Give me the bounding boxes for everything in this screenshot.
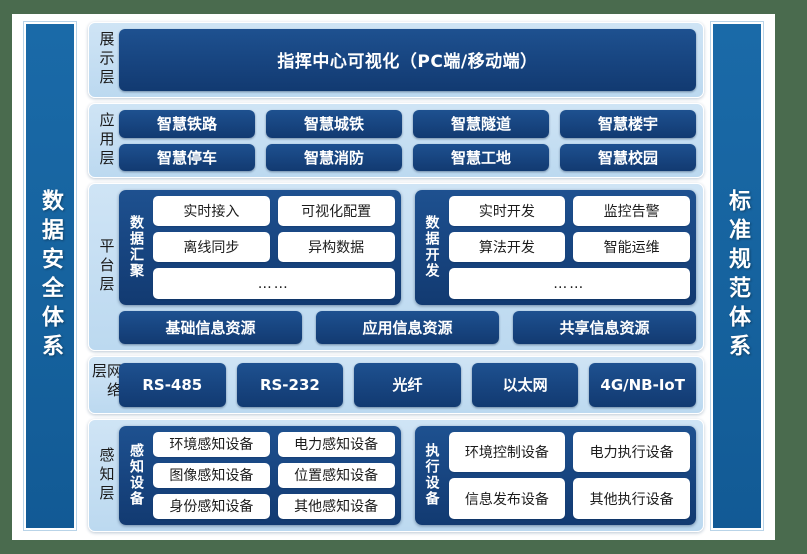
aggregation-item-visual-config[interactable]: 可视化配置 [277,196,395,227]
network-item-rs232[interactable]: RS-232 [236,362,344,407]
layer-perception: 感知层 感知设备 环境感知设备 电力感知设备 [88,418,704,532]
sensing-row-1: 环境感知设备 电力感知设备 [153,431,395,457]
layer-label-perception: 感知层 [97,446,116,504]
development-item-algorithm-development[interactable]: 算法开发 [448,232,566,263]
network-item-4g-nbiot[interactable]: 4G/NB-IoT [589,362,696,407]
app-item-smart-campus[interactable]: 智慧校园 [560,143,696,172]
layer-label-network: 网络层 [90,362,123,401]
aggregation-item-offline-sync[interactable]: 离线同步 [153,232,270,263]
sensing-item-image[interactable]: 图像感知设备 [153,462,270,488]
development-item-monitoring-alarm[interactable]: 监控告警 [573,196,690,227]
group-data-development: 数据开发 实时开发 监控告警 算法开发 智能运维 [414,190,696,305]
network-item-ethernet[interactable]: 以太网 [471,362,579,407]
resource-item-application-info[interactable]: 应用信息资源 [316,310,499,344]
group-grid-data-aggregation: 实时接入 可视化配置 离线同步 异构数据 …… [153,196,395,299]
actuator-item-other[interactable]: 其他执行设备 [573,478,690,519]
sensing-row-3: 身份感知设备 其他感知设备 [153,493,395,519]
platform-groups: 数据汇聚 实时接入 可视化配置 离线同步 异构数据 [119,190,696,305]
app-item-smart-construction-site[interactable]: 智慧工地 [413,143,549,172]
aggregation-row-3: …… [153,268,395,299]
resource-item-shared-info[interactable]: 共享信息资源 [513,310,696,344]
application-row-1: 智慧铁路 智慧城铁 智慧隧道 智慧楼宇 [119,109,696,138]
sensing-item-identity[interactable]: 身份感知设备 [153,493,270,519]
side-bar-data-security: 数据安全体系 [24,22,76,530]
command-center-visualization-box[interactable]: 指挥中心可视化（PC端/移动端） [119,29,696,91]
aggregation-item-heterogeneous-data[interactable]: 异构数据 [277,232,395,263]
aggregation-row-1: 实时接入 可视化配置 [153,196,395,227]
group-title-actuator-devices: 执行设备 [423,443,440,508]
layer-body-presentation: 指挥中心可视化（PC端/移动端） [119,29,696,91]
app-item-smart-building[interactable]: 智慧楼宇 [560,109,696,138]
group-title-sensing-devices: 感知设备 [128,443,144,508]
sensing-item-environment[interactable]: 环境感知设备 [153,431,270,457]
actuator-row-2: 信息发布设备 其他执行设备 [448,478,690,519]
app-item-smart-tunnel[interactable]: 智慧隧道 [413,109,549,138]
layer-label-presentation: 展示层 [97,31,116,89]
development-row-2: 算法开发 智能运维 [448,232,690,263]
side-bar-right-label: 标准规范体系 [725,189,750,363]
aggregation-item-realtime-ingest[interactable]: 实时接入 [153,196,270,227]
side-bar-left-label: 数据安全体系 [38,189,63,363]
application-row-2: 智慧停车 智慧消防 智慧工地 智慧校园 [119,143,696,172]
group-data-aggregation: 数据汇聚 实时接入 可视化配置 离线同步 异构数据 [119,190,401,305]
development-item-realtime-development[interactable]: 实时开发 [448,196,566,227]
perception-groups: 感知设备 环境感知设备 电力感知设备 图像感知设备 位置感知设备 [119,425,696,525]
development-row-1: 实时开发 监控告警 [448,196,690,227]
layer-label-application: 应用层 [97,112,116,169]
actuator-item-power-execution[interactable]: 电力执行设备 [573,431,690,473]
app-item-smart-parking[interactable]: 智慧停车 [119,143,255,172]
sensing-row-2: 图像感知设备 位置感知设备 [153,462,395,488]
layer-network: 网络层 RS-485 RS-232 光纤 以太网 4G/NB-IoT [88,355,704,414]
layer-platform: 平台层 数据汇聚 实时接入 可视化配置 [88,183,704,351]
group-actuator-devices: 执行设备 环境控制设备 电力执行设备 信息发布设备 其他执行设备 [414,425,696,525]
development-item-intelligent-ops[interactable]: 智能运维 [573,232,690,263]
development-row-3: …… [448,268,690,299]
sensing-item-power[interactable]: 电力感知设备 [277,431,395,457]
group-grid-actuator-devices: 环境控制设备 电力执行设备 信息发布设备 其他执行设备 [448,431,690,519]
group-sensing-devices: 感知设备 环境感知设备 电力感知设备 图像感知设备 位置感知设备 [119,425,401,525]
layer-presentation: 展示层 指挥中心可视化（PC端/移动端） [88,22,704,98]
network-items-row: RS-485 RS-232 光纤 以太网 4G/NB-IoT [119,362,696,407]
layer-label-platform: 平台层 [97,238,116,296]
aggregation-row-2: 离线同步 异构数据 [153,232,395,263]
layer-body-application: 智慧铁路 智慧城铁 智慧隧道 智慧楼宇 智慧停车 智慧消防 智慧工地 智慧校园 [119,109,696,172]
sensing-item-location[interactable]: 位置感知设备 [277,462,395,488]
diagram-canvas: 数据安全体系 标准规范体系 展示层 指挥中心可视化（PC端/移动端） 应用层 智… [12,14,775,540]
group-grid-sensing-devices: 环境感知设备 电力感知设备 图像感知设备 位置感知设备 身份感知设备 其他感知设… [153,431,395,519]
layer-body-network: RS-485 RS-232 光纤 以太网 4G/NB-IoT [119,362,696,407]
actuator-row-1: 环境控制设备 电力执行设备 [448,431,690,473]
app-item-smart-railway[interactable]: 智慧铁路 [119,109,255,138]
group-title-data-aggregation: 数据汇聚 [128,215,144,280]
app-item-smart-urban-rail[interactable]: 智慧城铁 [266,109,402,138]
group-title-data-development: 数据开发 [423,215,440,280]
platform-resource-row: 基础信息资源 应用信息资源 共享信息资源 [119,310,696,344]
actuator-item-information-release[interactable]: 信息发布设备 [448,478,566,519]
layer-stack: 展示层 指挥中心可视化（PC端/移动端） 应用层 智慧铁路 智慧城铁 智慧隧道 … [88,22,704,532]
development-item-more[interactable]: …… [448,268,690,299]
resource-item-basic-info[interactable]: 基础信息资源 [119,310,302,344]
sensing-item-other[interactable]: 其他感知设备 [277,493,395,519]
group-grid-data-development: 实时开发 监控告警 算法开发 智能运维 …… [448,196,690,299]
network-item-optical-fiber[interactable]: 光纤 [354,362,461,407]
layer-application: 应用层 智慧铁路 智慧城铁 智慧隧道 智慧楼宇 智慧停车 智慧消防 智慧工地 智… [88,102,704,179]
actuator-item-environment-control[interactable]: 环境控制设备 [448,431,566,473]
app-item-smart-firefighting[interactable]: 智慧消防 [266,143,402,172]
network-item-rs485[interactable]: RS-485 [119,362,226,407]
side-bar-standards: 标准规范体系 [711,22,763,530]
layer-body-perception: 感知设备 环境感知设备 电力感知设备 图像感知设备 位置感知设备 [119,425,696,525]
aggregation-item-more[interactable]: …… [153,268,395,299]
layer-body-platform: 数据汇聚 实时接入 可视化配置 离线同步 异构数据 [119,190,696,344]
